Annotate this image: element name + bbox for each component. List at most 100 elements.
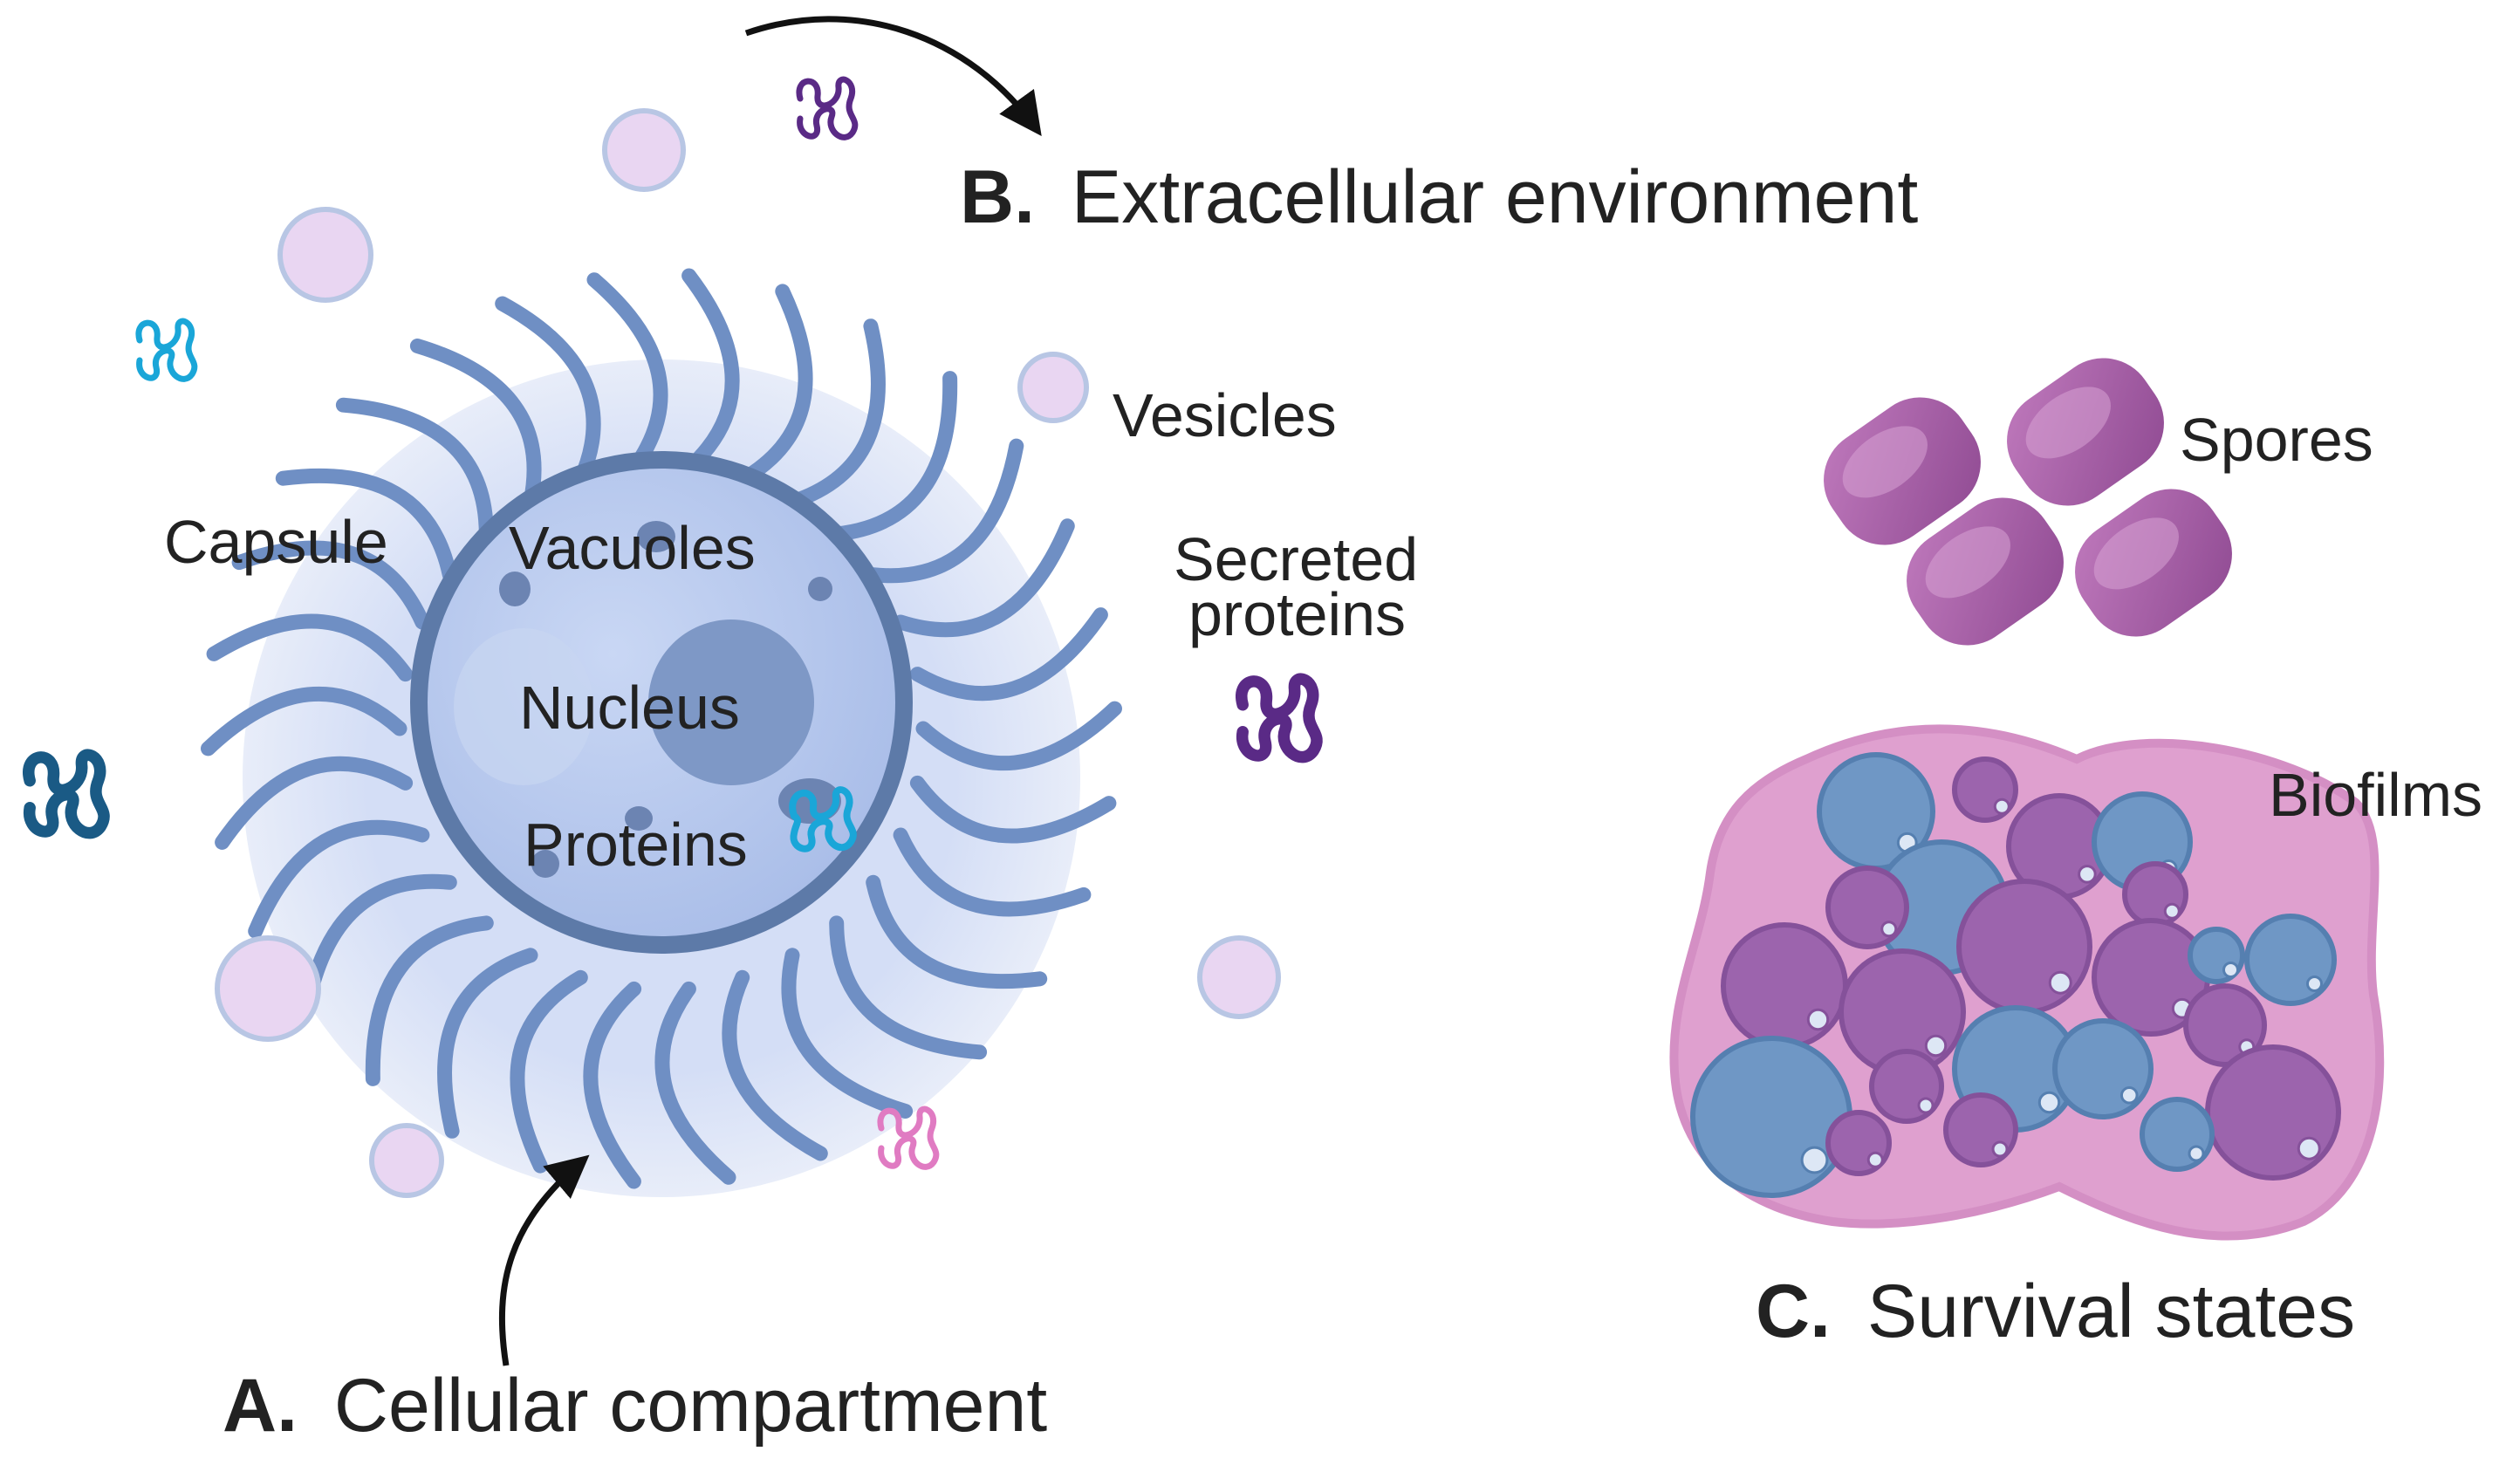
biofilm-cell-bud: [2119, 1085, 2139, 1105]
capsule-fiber: [866, 874, 1048, 989]
capsule-fiber: [275, 468, 457, 583]
capsule-fiber: [722, 969, 828, 1161]
biofilm-cell-bud: [2297, 1136, 2321, 1160]
spores-group: [1824, 358, 2232, 646]
biofilm-cell-bud: [2306, 976, 2323, 992]
label-secreted: Secreted: [1174, 525, 1418, 593]
biofilm-cell-bud: [1806, 1008, 1830, 1031]
biofilm-cell: [2122, 861, 2188, 928]
biofilm-cell-bud: [2188, 1145, 2205, 1162]
protein-darkblue-icon: [23, 749, 110, 839]
capsule-fiber: [583, 981, 642, 1189]
vesicle: [369, 1123, 444, 1198]
capsule-fiber: [915, 701, 1122, 771]
section-text-b: Extracellular environment: [1072, 155, 1918, 239]
biofilm-cell-body: [1690, 1036, 1852, 1198]
biofilm-cell-bud: [1993, 798, 2010, 815]
label-spores: Spores: [2180, 406, 2373, 474]
vacuole: [637, 521, 675, 552]
biofilm-cell: [1952, 756, 2018, 823]
capsule-fiber: [201, 686, 407, 756]
vesicle: [277, 207, 373, 303]
section-letter-b: B.: [960, 155, 1035, 239]
label-vacuoles: Vacuoles: [509, 514, 756, 582]
biofilm-cell-bud: [1924, 1034, 1948, 1058]
biofilm-cell: [1943, 1092, 2018, 1167]
capsule-fibers: [201, 268, 1122, 1189]
biofilm-cell-body: [2205, 1044, 2341, 1181]
biofilm-cell-bud: [1866, 1151, 1884, 1168]
nucleus-shape: [648, 620, 814, 785]
biofilm-cell: [2244, 914, 2337, 1006]
label-nucleus: Nucleus: [519, 674, 740, 742]
capsule-fiber: [829, 371, 958, 542]
biofilm-cell: [2205, 1044, 2341, 1181]
capsule-fiber: [206, 613, 414, 682]
section-title-cellular: A. Cellular compartment: [223, 1364, 1047, 1448]
capsule-fiber: [893, 827, 1092, 917]
capsule-fiber: [784, 318, 886, 510]
protein-teal-icon: [135, 318, 198, 382]
capsule-fiber: [248, 819, 430, 939]
biofilm-cell: [2052, 1018, 2154, 1119]
label-proteins-secreted: proteins: [1188, 580, 1406, 648]
capsule-fiber: [735, 284, 813, 488]
spore: [2007, 358, 2164, 506]
biofilm-cell: [1690, 1036, 1852, 1198]
protein-pink-icon: [877, 1106, 940, 1170]
section-letter-c: C.: [1756, 1270, 1831, 1353]
biofilm-cell-bud: [1991, 1140, 2009, 1158]
label-biofilms: Biofilms: [2269, 761, 2482, 829]
vacuole: [625, 806, 653, 831]
capsule-fiber: [909, 775, 1117, 844]
label-vesicles: Vesicles: [1113, 381, 1337, 449]
biofilm-cell-body: [1825, 866, 1909, 949]
capsule-fiber: [409, 339, 542, 510]
capsule-fiber: [654, 981, 736, 1185]
capsule-fiber: [866, 438, 1024, 584]
protein-purple-top-icon: [796, 76, 859, 140]
capsule-fiber: [781, 948, 914, 1119]
vesicle: [215, 935, 321, 1042]
capsule-fiber: [365, 915, 494, 1086]
label-capsule: Capsule: [164, 508, 388, 576]
spore: [1907, 497, 2064, 646]
capsule-fiber: [495, 296, 601, 488]
biofilm-cell: [2188, 927, 2245, 984]
biofilm-cell-bud: [2048, 970, 2072, 995]
biofilm-cell-bud: [2163, 902, 2181, 920]
capsule-fiber: [681, 268, 740, 476]
biofilm-cell: [1839, 948, 1966, 1076]
biofilm-cell-bud: [2222, 962, 2239, 978]
biofilm-cell-bud: [1880, 921, 1898, 938]
capsule-fiber: [586, 272, 668, 476]
biofilm-cell-body: [1956, 879, 2092, 1015]
biofilm-cell: [1825, 1110, 1892, 1176]
label-proteins: Proteins: [524, 811, 748, 879]
spore: [1824, 397, 1981, 545]
protein-purple-secreted-icon: [1236, 673, 1323, 763]
section-text-a: Cellular compartment: [334, 1364, 1047, 1448]
vesicle: [1197, 935, 1281, 1019]
capsule-fiber: [829, 915, 988, 1060]
arrow-to-extracellular-icon: [744, 16, 1042, 136]
vacuole: [499, 572, 531, 606]
capsule-fiber: [231, 540, 430, 630]
biofilm-cell-bud: [1800, 1146, 1829, 1174]
biofilm-cell: [1869, 1049, 1944, 1124]
capsule-fiber: [893, 518, 1075, 638]
biofilm-group: [1669, 724, 2385, 1241]
section-text-c: Survival states: [1867, 1270, 2355, 1353]
capsule-fiber: [437, 948, 538, 1139]
section-title-extracellular: B. Extracellular environment: [960, 155, 1918, 239]
protein-inside-icon: [789, 786, 857, 852]
biofilm-cell-body: [2052, 1018, 2154, 1119]
biofilm-cell: [1956, 879, 2092, 1015]
biofilm-cell: [2140, 1097, 2215, 1172]
biofilm-cell-body: [1721, 922, 1848, 1050]
capsule-fiber: [335, 397, 494, 542]
capsule-fiber: [215, 756, 414, 850]
biofilm-cell-body: [2244, 914, 2337, 1006]
vacuole: [531, 850, 559, 878]
